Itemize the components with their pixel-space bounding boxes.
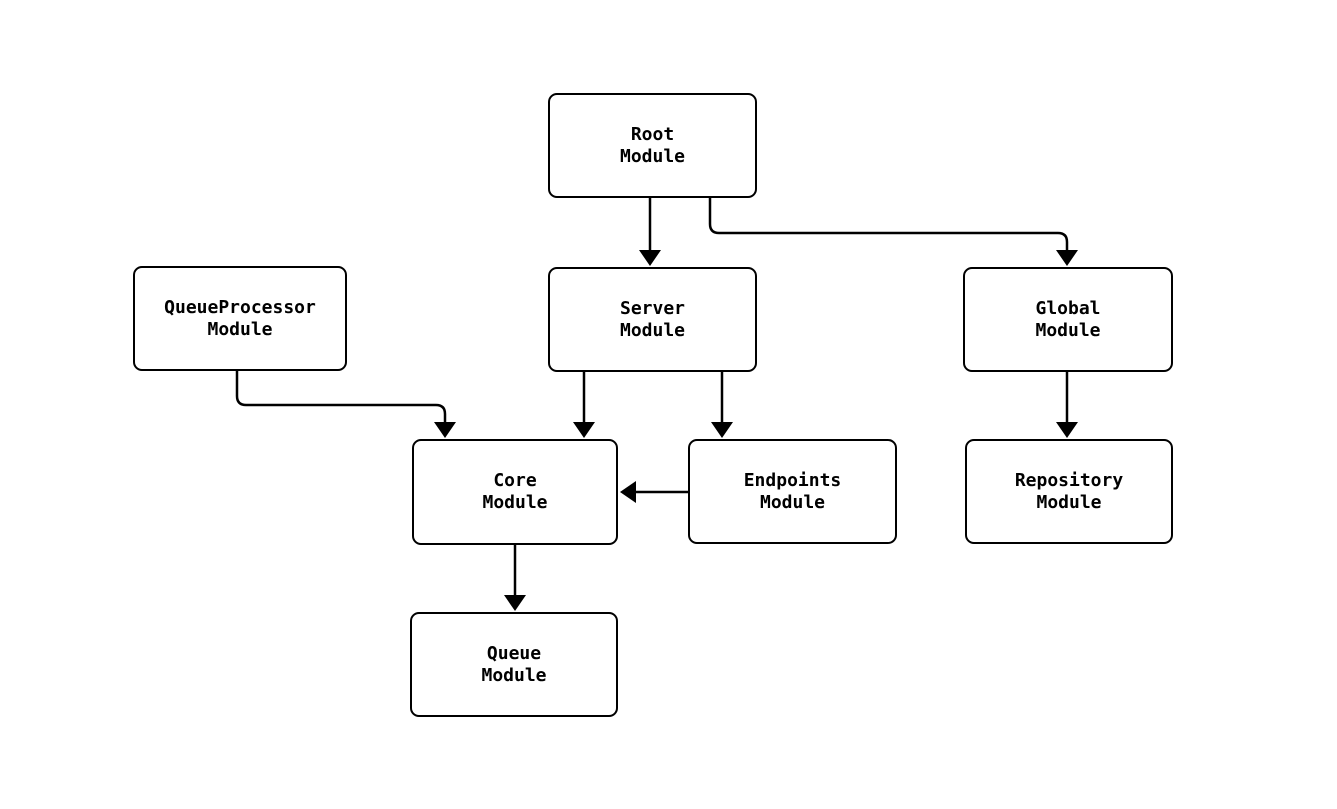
node-label-line1: Global — [1035, 297, 1101, 319]
node-queueprocessor-module: QueueProcessor Module — [133, 266, 347, 371]
node-label-line2: Module — [619, 145, 686, 167]
node-label-line1: Server — [619, 297, 686, 319]
node-label-line1: QueueProcessor — [164, 296, 316, 318]
node-label-line2: Module — [1035, 319, 1101, 341]
edge-server-to-endpoints — [711, 372, 733, 438]
node-label-line1: Endpoints — [743, 469, 842, 491]
node-label-line2: Module — [481, 664, 547, 686]
edge-global-to-repository — [1056, 372, 1078, 438]
node-label-line1: Repository — [1014, 469, 1124, 491]
node-label-line2: Module — [759, 491, 826, 513]
edge-root-to-server — [639, 198, 661, 266]
node-label-line2: Module — [482, 492, 548, 513]
node-server-module: Server Module — [548, 267, 757, 372]
node-label-line2: Module — [207, 318, 273, 340]
node-repository-module: Repository Module — [965, 439, 1173, 544]
node-endpoints-module: Endpoints Module — [688, 439, 897, 544]
node-core-module: Core Module — [412, 439, 618, 545]
edge-core-to-queue — [504, 545, 526, 611]
node-label-line1: Root — [630, 123, 675, 145]
node-label-line1: Core — [493, 470, 537, 491]
node-queue-module: Queue Module — [410, 612, 618, 717]
node-root-module: Root Module — [548, 93, 757, 198]
node-label-line2: Module — [1036, 491, 1102, 513]
edge-endpoints-to-core — [620, 481, 688, 503]
node-label-line1: Queue — [486, 642, 542, 664]
edge-queueprocessor-to-core — [235, 371, 456, 438]
node-global-module: Global Module — [963, 267, 1173, 372]
node-label-line2: Module — [619, 319, 686, 341]
edge-root-to-global — [708, 198, 1078, 266]
edge-server-to-core — [573, 372, 595, 438]
